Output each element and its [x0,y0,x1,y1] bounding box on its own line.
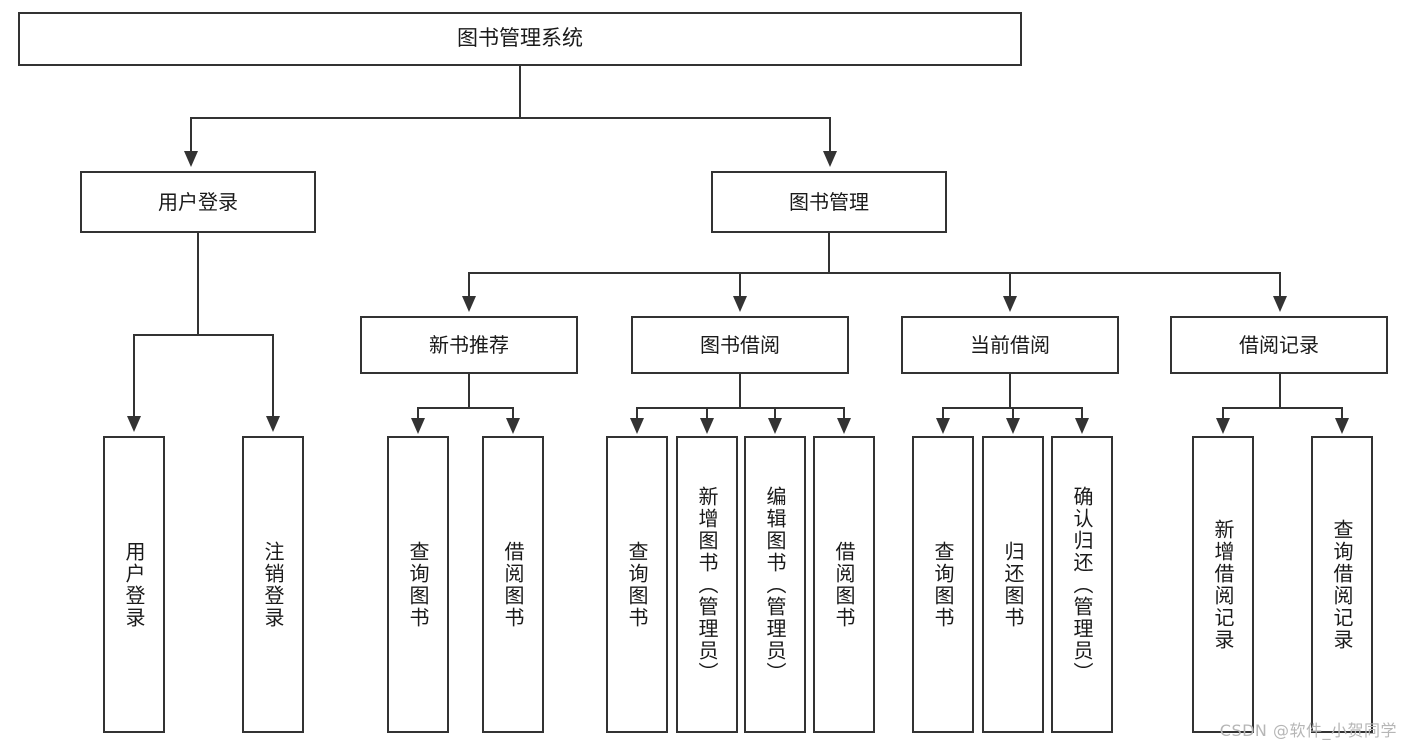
arrowhead-to-book-borrow [733,296,747,312]
arrowhead-new-book-leaf-2 [506,418,520,434]
arrowhead-borrow-record-leaf-2 [1335,418,1349,434]
leaf-book-borrow-2[interactable]: 新增图书（管理员） [676,436,738,733]
connector-new-book-drop-1 [417,407,419,420]
connector-user-login-drop-2 [272,334,274,418]
arrowhead-borrow-record-leaf-1 [1216,418,1230,434]
arrowhead-current-borrow-leaf-2 [1006,418,1020,434]
leaf-user-login-2[interactable]: 注销登录 [242,436,304,733]
connector-book-mgmt-bus [468,272,1280,274]
leaf-new-book-1[interactable]: 查询图书 [387,436,449,733]
connector-borrow-record-drop-2 [1341,407,1343,420]
leaf-book-borrow-1[interactable]: 查询图书 [606,436,668,733]
node-book-management[interactable]: 图书管理 [711,171,947,233]
connector-borrow-record-stem [1279,374,1281,408]
leaf-borrow-record-2[interactable]: 查询借阅记录 [1311,436,1373,733]
leaf-label: 新增图书（管理员） [695,485,719,684]
node-new-book-recommend[interactable]: 新书推荐 [360,316,578,374]
arrowhead-to-new-book [462,296,476,312]
arrowhead-book-borrow-leaf-1 [630,418,644,434]
leaf-label: 用户登录 [122,540,146,629]
connector-user-login-stem [197,233,199,335]
connector-root-stem [519,66,521,118]
connector-borrow-record-drop-1 [1222,407,1224,420]
arrowhead-user-login-leaf-1 [127,416,141,432]
leaf-user-login-1[interactable]: 用户登录 [103,436,165,733]
leaf-label: 新增借阅记录 [1211,518,1235,651]
connector-book-mgmt-drop-1 [468,272,470,298]
connector-book-borrow-stem [739,374,741,408]
connector-borrow-record-bus [1222,407,1342,409]
leaf-label: 查询图书 [625,540,649,629]
arrowhead-current-borrow-leaf-1 [936,418,950,434]
connector-root-bus [190,117,831,119]
connector-root-drop-1 [190,117,192,153]
connector-new-book-bus [417,407,513,409]
node-book-borrow[interactable]: 图书借阅 [631,316,849,374]
leaf-current-borrow-3[interactable]: 确认归还（管理员） [1051,436,1113,733]
csdn-watermark: CSDN @软件_小贺同学 [1219,721,1397,740]
arrowhead-book-borrow-leaf-2 [700,418,714,434]
connector-current-borrow-stem [1009,374,1011,408]
leaf-book-borrow-4[interactable]: 借阅图书 [813,436,875,733]
node-current-borrow[interactable]: 当前借阅 [901,316,1119,374]
arrowhead-user-login-leaf-2 [266,416,280,432]
connector-user-login-drop-1 [133,334,135,418]
connector-book-mgmt-drop-3 [1009,272,1011,298]
arrowhead-book-borrow-leaf-4 [837,418,851,434]
connector-new-book-stem [468,374,470,408]
connector-book-borrow-drop-3 [774,407,776,420]
connector-current-borrow-drop-2 [1012,407,1014,420]
connector-root-drop-2 [829,117,831,153]
leaf-label: 归还图书 [1001,540,1025,629]
connector-book-mgmt-drop-2 [739,272,741,298]
arrowhead-to-current-borrow [1003,296,1017,312]
connector-book-borrow-drop-1 [636,407,638,420]
node-borrow-record[interactable]: 借阅记录 [1170,316,1388,374]
leaf-new-book-2[interactable]: 借阅图书 [482,436,544,733]
leaf-label: 借阅图书 [832,540,856,629]
arrowhead-book-borrow-leaf-3 [768,418,782,434]
connector-book-mgmt-stem [828,233,830,273]
leaf-label: 确认归还（管理员） [1070,485,1094,684]
leaf-label: 查询图书 [406,540,430,629]
leaf-label: 注销登录 [261,540,285,629]
leaf-current-borrow-1[interactable]: 查询图书 [912,436,974,733]
leaf-label: 查询借阅记录 [1330,518,1354,651]
leaf-label: 编辑图书（管理员） [763,485,787,684]
arrowhead-to-user-login [184,151,198,167]
connector-book-borrow-drop-2 [706,407,708,420]
arrowhead-current-borrow-leaf-3 [1075,418,1089,434]
node-user-login[interactable]: 用户登录 [80,171,316,233]
connector-current-borrow-drop-3 [1081,407,1083,420]
arrowhead-to-book-management [823,151,837,167]
arrowhead-new-book-leaf-1 [411,418,425,434]
connector-new-book-drop-2 [512,407,514,420]
node-root-system[interactable]: 图书管理系统 [18,12,1022,66]
connector-current-borrow-drop-1 [942,407,944,420]
leaf-current-borrow-2[interactable]: 归还图书 [982,436,1044,733]
connector-book-borrow-bus [636,407,844,409]
connector-book-mgmt-drop-4 [1279,272,1281,298]
leaf-label: 查询图书 [931,540,955,629]
connector-user-login-bus [133,334,273,336]
leaf-book-borrow-3[interactable]: 编辑图书（管理员） [744,436,806,733]
arrowhead-to-borrow-record [1273,296,1287,312]
leaf-borrow-record-1[interactable]: 新增借阅记录 [1192,436,1254,733]
leaf-label: 借阅图书 [501,540,525,629]
connector-book-borrow-drop-4 [843,407,845,420]
